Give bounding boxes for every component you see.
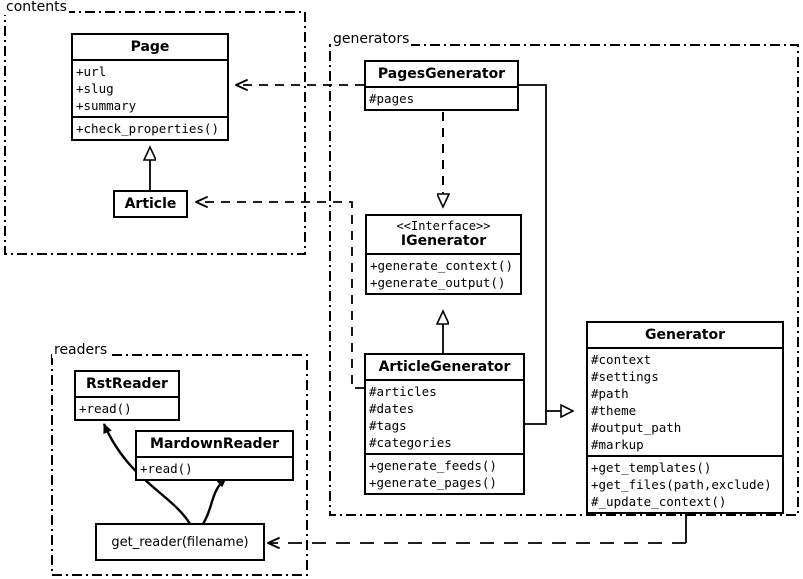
class-method: +read() [79,401,132,416]
class-name-page: Page [130,39,170,55]
class-attributes-articlegenerator: #articles #dates #tags #categories [366,381,523,455]
class-box-pagesgenerator[interactable]: PagesGenerator #pages [364,60,519,111]
class-name-generator: Generator [644,327,725,343]
class-attribute: #pages [369,91,415,106]
class-attribute: +slug [76,81,114,96]
package-label-contents: contents [4,0,69,15]
relation-getreader-creates-mardownreader [201,477,227,525]
class-header-igenerator: <<Interface>> IGenerator [367,216,520,255]
class-method: +get_templates() [591,460,712,475]
class-attribute: #markup [591,437,644,452]
class-name-mardownreader: MardownReader [150,436,279,452]
class-attribute: #categories [369,435,452,450]
class-header-pagesgenerator: PagesGenerator [366,62,517,88]
class-attribute: #articles [369,384,437,399]
class-attribute: #output_path [591,420,682,435]
class-attribute: +summary [76,98,137,113]
relation-articlegenerator-depends-article [195,196,364,389]
class-box-articlegenerator[interactable]: ArticleGenerator #articles #dates #tags … [364,353,525,495]
class-box-igenerator[interactable]: <<Interface>> IGenerator +generate_conte… [365,214,522,295]
class-header-page: Page [73,35,227,61]
function-label-get-reader: get_reader(filename) [111,534,249,550]
class-box-rstreader[interactable]: RstReader +read() [74,370,180,421]
package-label-generators: generators [331,31,412,47]
class-attribute: #dates [369,401,415,416]
class-name-igenerator: IGenerator [400,233,487,249]
class-stereotype-igenerator: <<Interface>> [396,219,491,233]
class-box-page[interactable]: Page +url +slug +summary +check_properti… [71,33,229,141]
class-methods-mardownreader: +read() [137,458,292,479]
class-attribute: #path [591,386,629,401]
class-method: #_update_context() [591,494,727,509]
package-frame-generators [329,44,799,516]
class-header-mardownreader: MardownReader [137,432,292,458]
class-methods-page: +check_properties() [73,118,227,139]
relation-getreader-creates-rstreader [102,423,192,525]
class-name-articlegenerator: ArticleGenerator [378,359,511,375]
class-name-article: Article [124,196,177,212]
class-header-article: Article [115,192,186,216]
package-label-readers: readers [52,342,110,358]
class-attribute: #context [591,352,652,367]
class-attributes-page: +url +slug +summary [73,61,227,118]
class-header-rstreader: RstReader [76,372,178,398]
class-method: +generate_output() [370,275,506,290]
class-method: +read() [140,461,193,476]
class-name-rstreader: RstReader [86,376,168,392]
class-attribute: +url [76,64,107,79]
class-attributes-generator: #context #settings #path #theme #output_… [588,349,782,457]
class-box-generator[interactable]: Generator #context #settings #path #them… [586,321,784,514]
class-attributes-pagesgenerator: #pages [366,88,517,109]
relation-articlegenerator-generalizes-generator [525,411,547,425]
class-box-mardownreader[interactable]: MardownReader +read() [135,430,294,481]
class-header-articlegenerator: ArticleGenerator [366,355,523,381]
class-methods-generator: +get_templates() +get_files(path,exclude… [588,457,782,512]
class-attribute: #theme [591,403,637,418]
class-method: +get_files(path,exclude) [591,477,772,492]
class-box-article[interactable]: Article [113,190,188,218]
relation-pagesgenerator-generalizes-generator [519,84,572,411]
function-box-get-reader[interactable]: get_reader(filename) [95,523,265,561]
class-name-pagesgenerator: PagesGenerator [377,66,506,82]
class-methods-rstreader: +read() [76,398,178,419]
class-attribute: #settings [591,369,659,384]
class-methods-igenerator: +generate_context() +generate_output() [367,255,520,293]
class-method: +generate_feeds() [369,458,497,473]
class-header-generator: Generator [588,323,782,349]
class-method: +generate_pages() [369,475,497,490]
class-attribute: #tags [369,418,407,433]
class-method: +generate_context() [370,258,513,273]
class-methods-articlegenerator: +generate_feeds() +generate_pages() [366,455,523,493]
class-method: +check_properties() [76,121,219,136]
package-frame-contents [4,11,306,255]
package-frame-readers [51,354,308,576]
